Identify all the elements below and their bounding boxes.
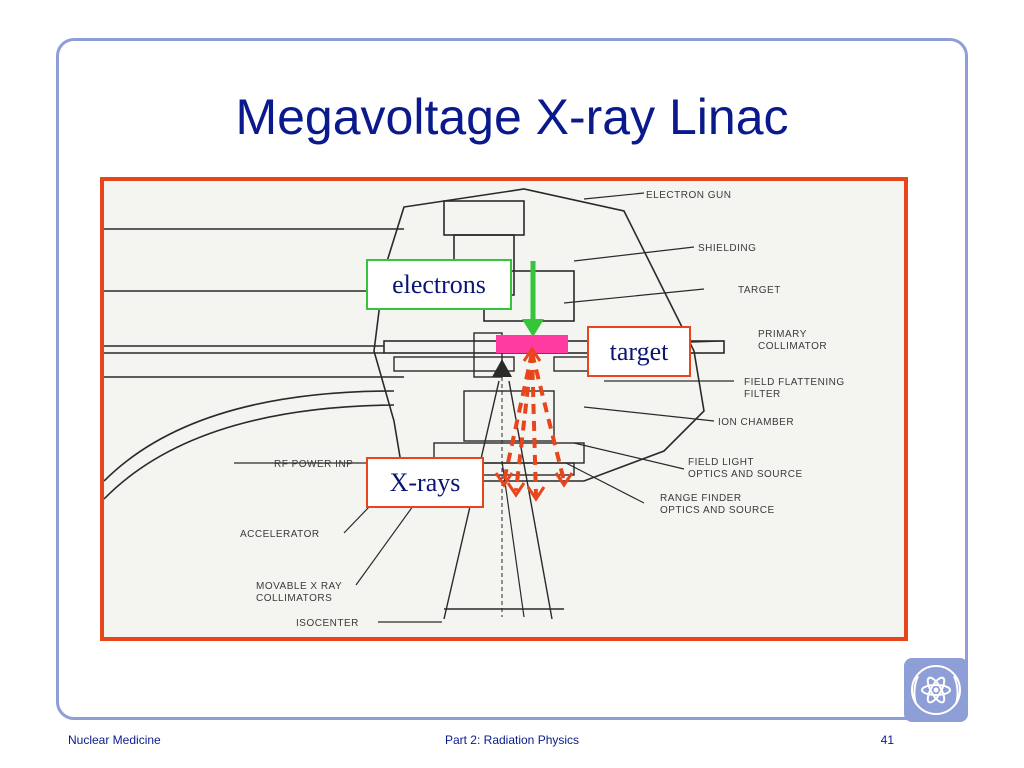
beam-edge-right [508,380,553,620]
leader-electron-gun [583,192,645,200]
label-accelerator: ACCELERATOR [240,529,320,540]
xray-arrowhead [554,472,574,488]
label-shielding: SHIELDING [698,243,756,254]
target-bar [496,335,568,353]
xray-arrowhead-up [522,346,542,362]
footer-course: Nuclear Medicine [68,733,161,747]
footer-section: Part 2: Radiation Physics [444,733,580,747]
label-movable-collimators: MOVABLE X RAY [256,581,342,592]
leader-ion-chamber [583,406,715,422]
callout-target: target [587,326,691,377]
linac-diagram: ELECTRON GUN SHIELDING TARGET PRIMARY CO… [100,177,908,641]
slide-frame [56,38,968,720]
label-flattening-filter: FILTER [744,389,781,400]
xray-arrow [514,352,534,492]
ion-chamber-block [463,390,555,442]
iaea-logo [904,658,968,722]
callout-electrons: electrons [366,259,512,310]
label-range-finder: OPTICS AND SOURCE [660,505,775,516]
xray-arrow [530,352,538,497]
footer-page-number: 41 [880,733,894,747]
xray-arrowhead [494,472,514,488]
accelerator-arc [104,390,395,482]
head-outline [373,188,705,482]
xray-arrow [530,352,566,482]
slide-title: Megavoltage X-ray Linac [235,89,789,145]
linac-schematic: ELECTRON GUN SHIELDING TARGET PRIMARY CO… [104,188,845,629]
xray-arrows [502,352,566,497]
accelerator-arc [104,404,395,500]
label-primary-collimator: PRIMARY [758,329,807,340]
label-primary-collimator: COLLIMATOR [758,341,827,352]
xray-arrow [502,352,534,482]
range-finder-line [501,460,525,618]
leader-field-light [573,442,685,470]
label-target: TARGET [738,285,781,296]
xray-arrowhead [526,486,546,502]
flattening-filter [492,359,512,377]
label-rf-power-input: RF POWER INP [274,459,353,470]
leader-shielding [573,246,695,262]
label-field-light: OPTICS AND SOURCE [688,469,803,480]
label-range-finder: RANGE FINDER [660,493,742,504]
label-movable-collimators: COLLIMATORS [256,593,332,604]
label-isocenter: ISOCENTER [296,618,359,629]
label-field-light: FIELD LIGHT [688,457,754,468]
electron-gun-block [443,200,525,236]
label-electron-gun: ELECTRON GUN [646,190,731,201]
callout-xrays: X-rays [366,457,484,508]
collimator-jaw-left [393,356,515,372]
target-housing [473,332,503,378]
xray-arrowhead [506,482,526,498]
leader-range-finder [565,462,645,504]
electron-beam-arrowhead [522,319,544,337]
leader-target [563,288,705,304]
label-ion-chamber: ION CHAMBER [718,417,794,428]
xray-arrowheads [494,346,574,502]
label-flattening-filter: FIELD FLATTENING [744,377,845,388]
atom-icon [911,665,961,715]
